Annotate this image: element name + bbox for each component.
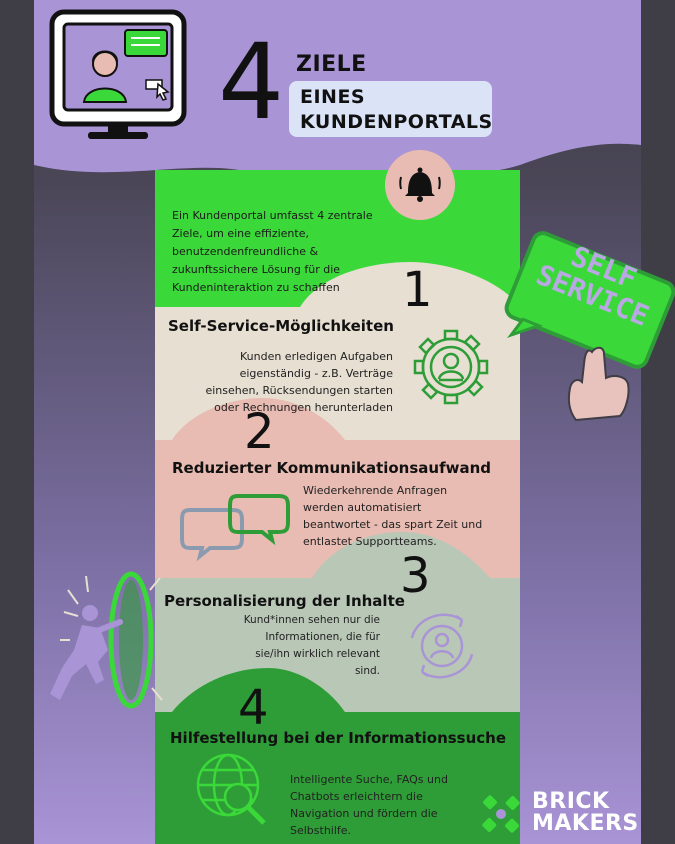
section-2-text: Wiederkehrende Anfragen werden automatis…: [303, 484, 483, 548]
section-1-text: Kunden erledigen Aufgaben eigenständig -…: [205, 350, 393, 414]
intro-text: Ein Kundenportal umfasst 4 zentrale Ziel…: [172, 209, 373, 294]
section-4-number: 4: [238, 680, 269, 736]
section-2-number: 2: [244, 404, 275, 460]
section-3-text: Kund*innen sehen nur die Informationen, …: [243, 614, 380, 677]
section-4-text: Intelligente Suche, FAQs und Chatbots er…: [290, 773, 448, 837]
brand-line-1: BRICK: [532, 789, 610, 814]
header-word-eines: EINES: [300, 86, 366, 108]
brand-line-2: MAKERS: [532, 811, 639, 836]
section-1-heading: Self-Service-Möglichkeiten: [168, 317, 394, 335]
brand-logo-text: BRICK MAKERS: [532, 791, 639, 835]
header-number: 4: [218, 21, 285, 143]
section-4-heading: Hilfestellung bei der Informationssuche: [170, 729, 507, 747]
section-3-number: 3: [400, 548, 431, 604]
header-word-kundenportals: KUNDENPORTALS: [300, 111, 493, 133]
header-pill: [289, 81, 492, 137]
header-word-ziele: ZIELE: [296, 52, 367, 77]
section-1-number: 1: [402, 262, 433, 318]
section-2-heading: Reduzierter Kommunikationsaufwand: [172, 459, 492, 477]
section-3-heading: Personalisierung der Inhalte: [164, 592, 405, 610]
left-border: [0, 0, 34, 844]
right-border: [641, 0, 675, 844]
